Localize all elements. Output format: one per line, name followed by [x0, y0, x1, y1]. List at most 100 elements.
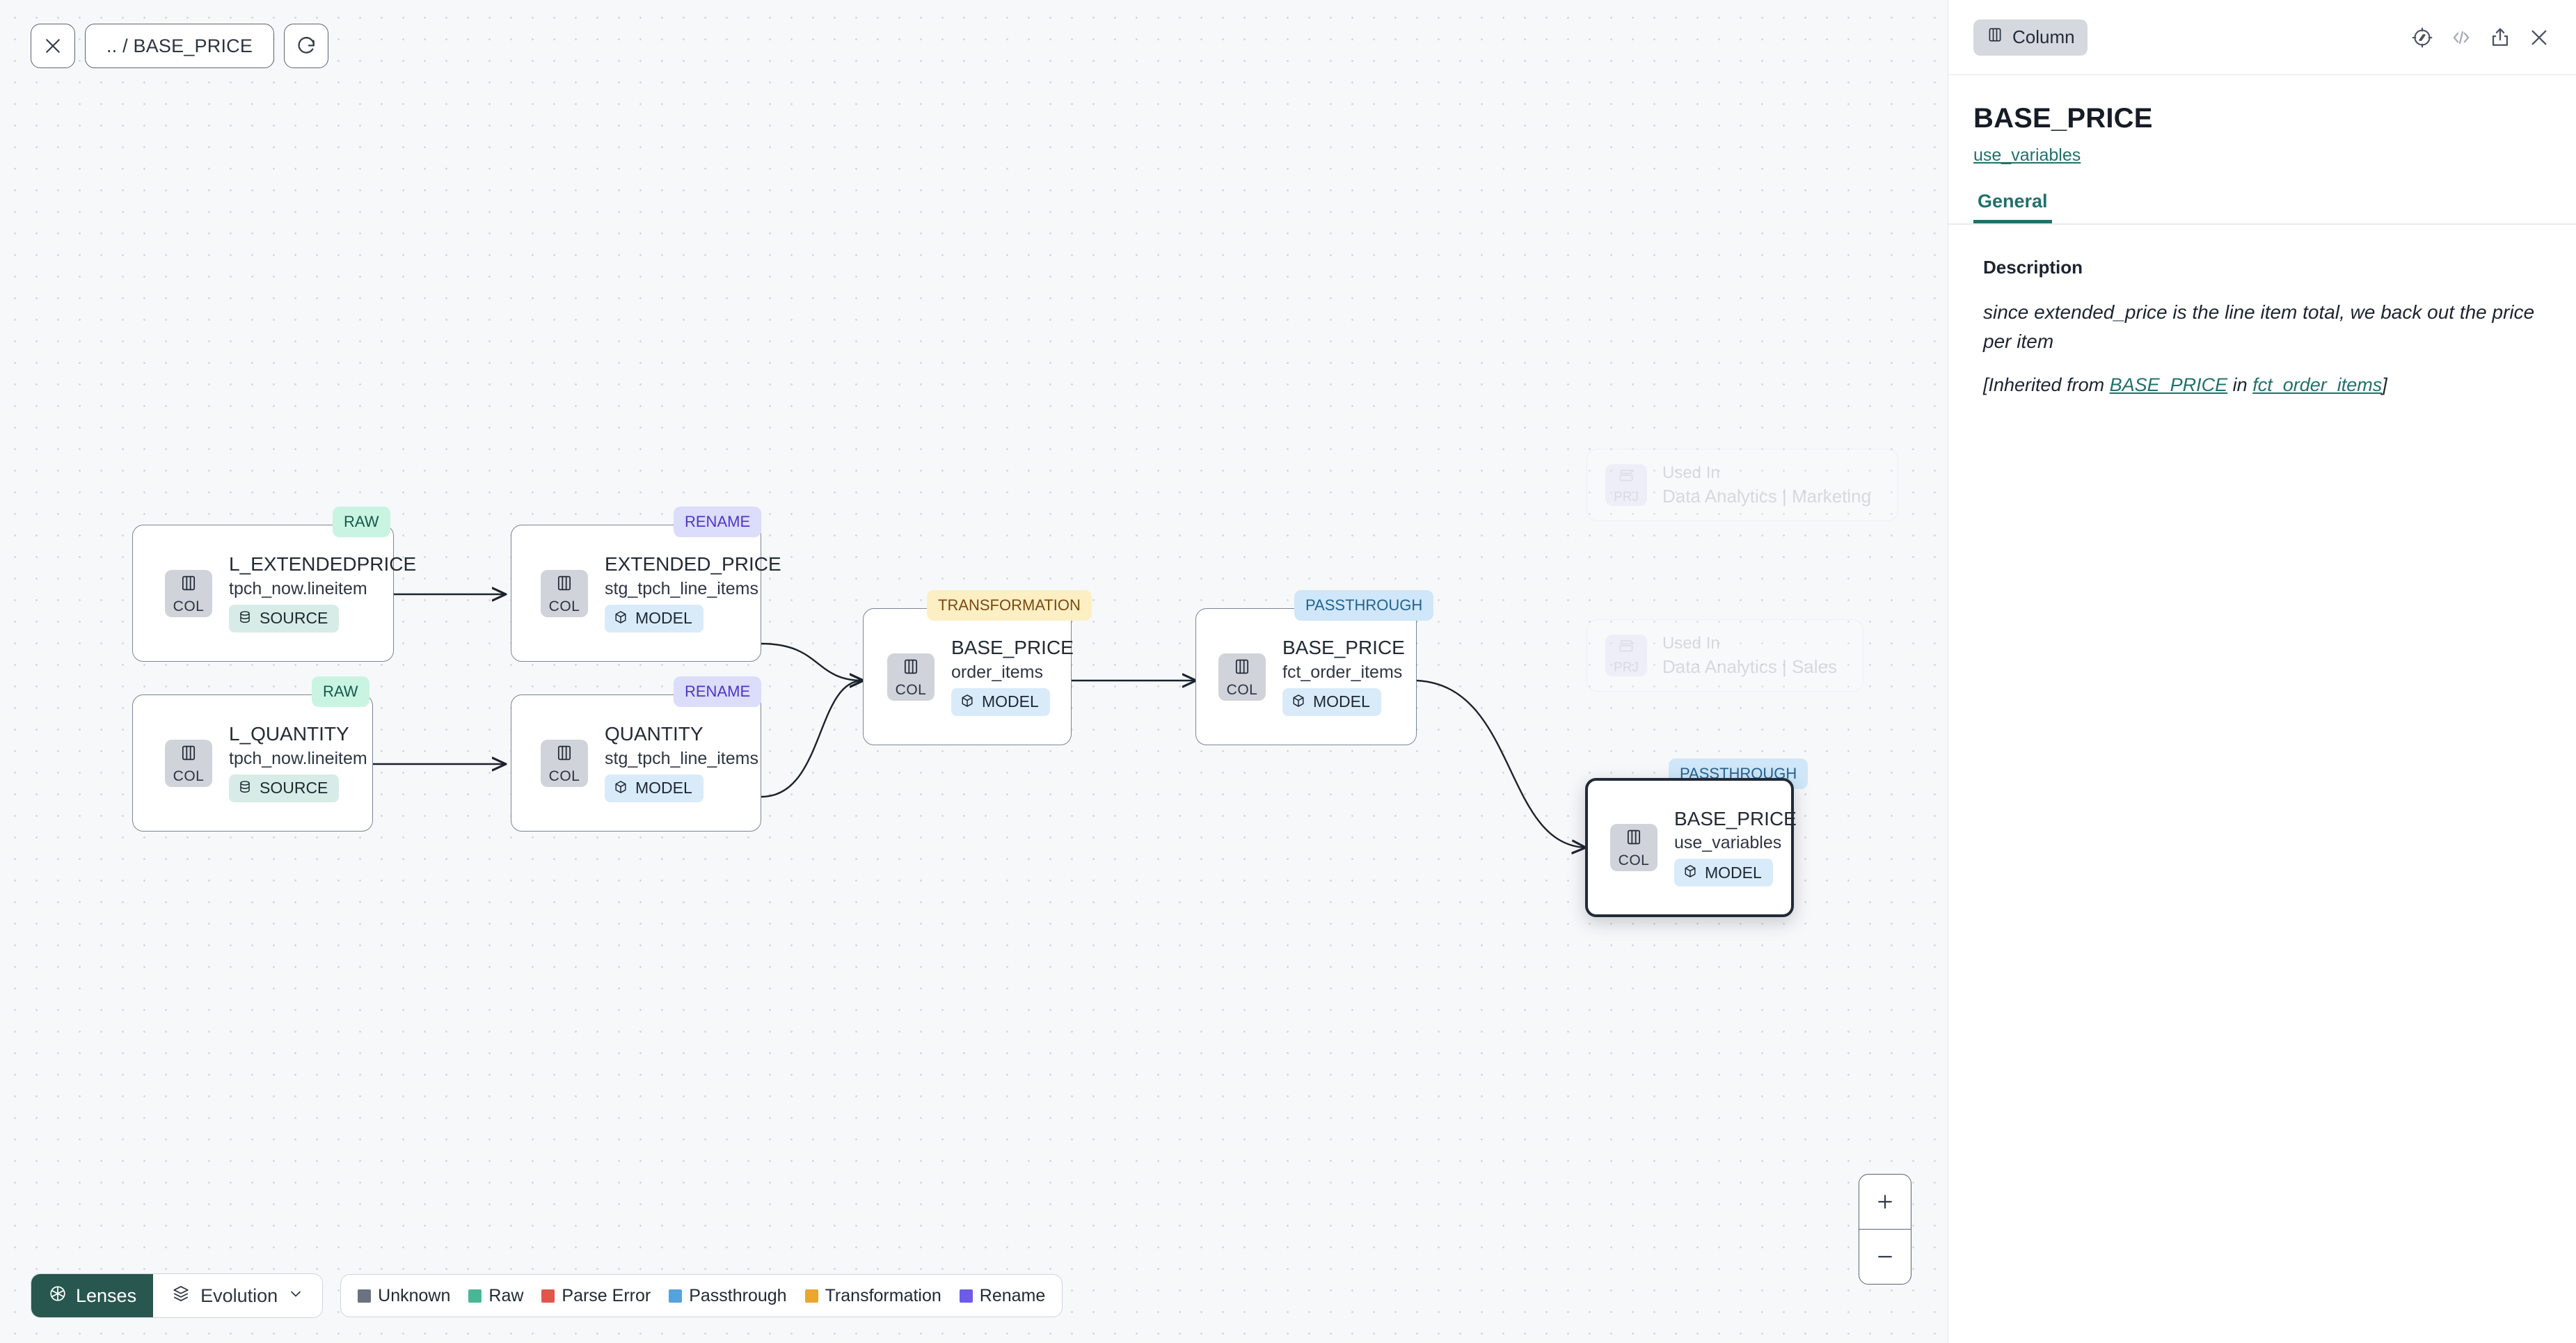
node-title: EXTENDED_PRICE [605, 553, 781, 575]
project-badge: PRJ [1605, 464, 1647, 506]
column-badge: COL [1610, 824, 1657, 871]
node-quantity[interactable]: COL QUANTITY stg_tpch_line_items MODEL [511, 694, 761, 832]
column-badge: COL [541, 739, 588, 787]
lens-group: Lenses Evolution [31, 1273, 324, 1318]
canvas-toolbar: .. / BASE_PRICE [31, 24, 329, 68]
used-in-card-sales[interactable]: PRJ Used In Data Analytics | Sales [1587, 619, 1863, 692]
page-title: BASE_PRICE [1973, 103, 2153, 134]
node-tag-raw: RAW [312, 676, 369, 707]
entity-type-label: Column [2012, 26, 2075, 47]
node-base-price-use-variables[interactable]: COL BASE_PRICE use_variables MODEL [1585, 778, 1797, 917]
panel-header: Column [1948, 0, 2576, 75]
description-inherited: [Inherited from BASE_PRICE in fct_order_… [1983, 374, 2551, 396]
node-tag-rename: RENAME [674, 676, 762, 707]
column-badge-label: COL [1226, 681, 1258, 698]
legend-swatch [541, 1289, 555, 1303]
node-base-price-order-items[interactable]: COL BASE_PRICE order_items MODEL [863, 608, 1074, 745]
used-in-body: Used In Data Analytics | Marketing [1662, 465, 1872, 507]
used-in-body: Used In Data Analytics | Sales [1662, 635, 1837, 676]
lineage-canvas[interactable]: .. / BASE_PRICE [0, 0, 1948, 1343]
parent-model-link[interactable]: use_variables [1973, 145, 2081, 165]
legend-label: Raw [488, 1285, 524, 1305]
evolution-dropdown[interactable]: Evolution [153, 1274, 323, 1317]
legend-label: Rename [979, 1285, 1046, 1305]
node-subtitle: stg_tpch_line_items [605, 748, 758, 768]
column-badge-label: COL [548, 598, 580, 614]
panel-content: Description since extended_price is the … [1948, 225, 2576, 396]
legend: Unknown Raw Parse Error Passthrough Tran… [340, 1274, 1063, 1317]
cube-icon [960, 693, 975, 711]
legend-label: Unknown [378, 1285, 451, 1305]
legend-item-raw: Raw [468, 1286, 523, 1306]
node-l-extendedprice[interactable]: COL L_EXTENDEDPRICE tpch_now.lineitem SO… [132, 525, 416, 662]
node-tag-rename: RENAME [674, 507, 762, 537]
column-badge-label: COL [173, 768, 205, 784]
column-icon [179, 743, 198, 766]
node-tag-raw: RAW [333, 507, 390, 537]
column-badge-label: COL [173, 598, 205, 614]
node-l-quantity[interactable]: COL L_QUANTITY tpch_now.lineitem SOURCE [132, 694, 373, 832]
cube-icon [1683, 864, 1698, 882]
column-icon [1624, 827, 1644, 850]
node-subtitle: fct_order_items [1282, 662, 1403, 682]
compass-icon[interactable] [2410, 26, 2434, 49]
tab-general[interactable]: General [1973, 191, 2052, 223]
inherited-column-link[interactable]: BASE_PRICE [2109, 374, 2228, 395]
lens-icon [48, 1284, 67, 1308]
node-chip-model: MODEL [1674, 859, 1773, 887]
refresh-button[interactable] [284, 24, 329, 68]
edge [761, 642, 863, 681]
legend-item-passthrough: Passthrough [669, 1286, 787, 1306]
layers-icon [171, 1284, 191, 1308]
used-in-label: Used In [1662, 634, 1720, 653]
column-icon [179, 573, 198, 596]
node-base-price-fct-order-items[interactable]: COL BASE_PRICE fct_order_items MODEL [1195, 608, 1417, 745]
inherited-prefix: [Inherited from [1983, 374, 2110, 395]
column-icon [901, 657, 921, 680]
inherited-model-link[interactable]: fct_order_items [2252, 374, 2383, 395]
zoom-out-button[interactable] [1859, 1229, 1911, 1284]
column-badge: COL [1218, 653, 1266, 701]
share-icon[interactable] [2488, 26, 2512, 49]
node-chip-model: MODEL [1282, 688, 1381, 716]
node-body: L_EXTENDEDPRICE tpch_now.lineitem SOURCE [229, 554, 416, 633]
node-body: BASE_PRICE fct_order_items MODEL [1282, 637, 1405, 716]
description-text: since extended_price is the line item to… [1983, 301, 2535, 352]
node-chip-model: MODEL [605, 774, 703, 802]
panel-actions [2410, 26, 2551, 49]
node-title: BASE_PRICE [951, 637, 1074, 659]
code-icon[interactable] [2449, 26, 2473, 49]
legend-swatch [468, 1289, 482, 1303]
node-chip-model: MODEL [951, 688, 1050, 716]
edge [761, 681, 863, 798]
node-title: L_QUANTITY [229, 723, 349, 745]
node-extended-price[interactable]: COL EXTENDED_PRICE stg_tpch_line_items M… [511, 525, 781, 662]
used-in-card-marketing[interactable]: PRJ Used In Data Analytics | Marketing [1587, 449, 1898, 521]
node-chip-label: MODEL [982, 692, 1039, 711]
node-chip-label: MODEL [635, 779, 692, 797]
column-icon [1986, 26, 2004, 49]
entity-type-badge[interactable]: Column [1973, 19, 2088, 56]
used-in-value: Data Analytics | Marketing [1662, 486, 1872, 507]
chevron-down-icon [287, 1285, 304, 1307]
cube-icon [613, 610, 628, 628]
column-badge: COL [165, 739, 212, 787]
node-tag-transformation: TRANSFORMATION [927, 590, 1092, 621]
project-badge-label: PRJ [1614, 660, 1639, 675]
close-icon[interactable] [2527, 26, 2551, 49]
column-badge: COL [887, 653, 935, 701]
column-badge: COL [541, 569, 588, 617]
inherited-middle: in [2227, 374, 2253, 395]
zoom-in-button[interactable] [1859, 1175, 1911, 1229]
column-icon [555, 573, 574, 596]
used-in-value: Data Analytics | Sales [1662, 656, 1837, 677]
legend-item-transformation: Transformation [804, 1286, 941, 1306]
database-icon [237, 610, 253, 628]
breadcrumb[interactable]: .. / BASE_PRICE [85, 24, 275, 68]
column-icon [555, 743, 574, 766]
close-button[interactable] [31, 24, 75, 68]
node-chip-label: MODEL [1705, 863, 1762, 882]
lenses-button[interactable]: Lenses [31, 1274, 154, 1317]
project-icon [1617, 637, 1635, 659]
node-chip-label: SOURCE [260, 609, 328, 628]
